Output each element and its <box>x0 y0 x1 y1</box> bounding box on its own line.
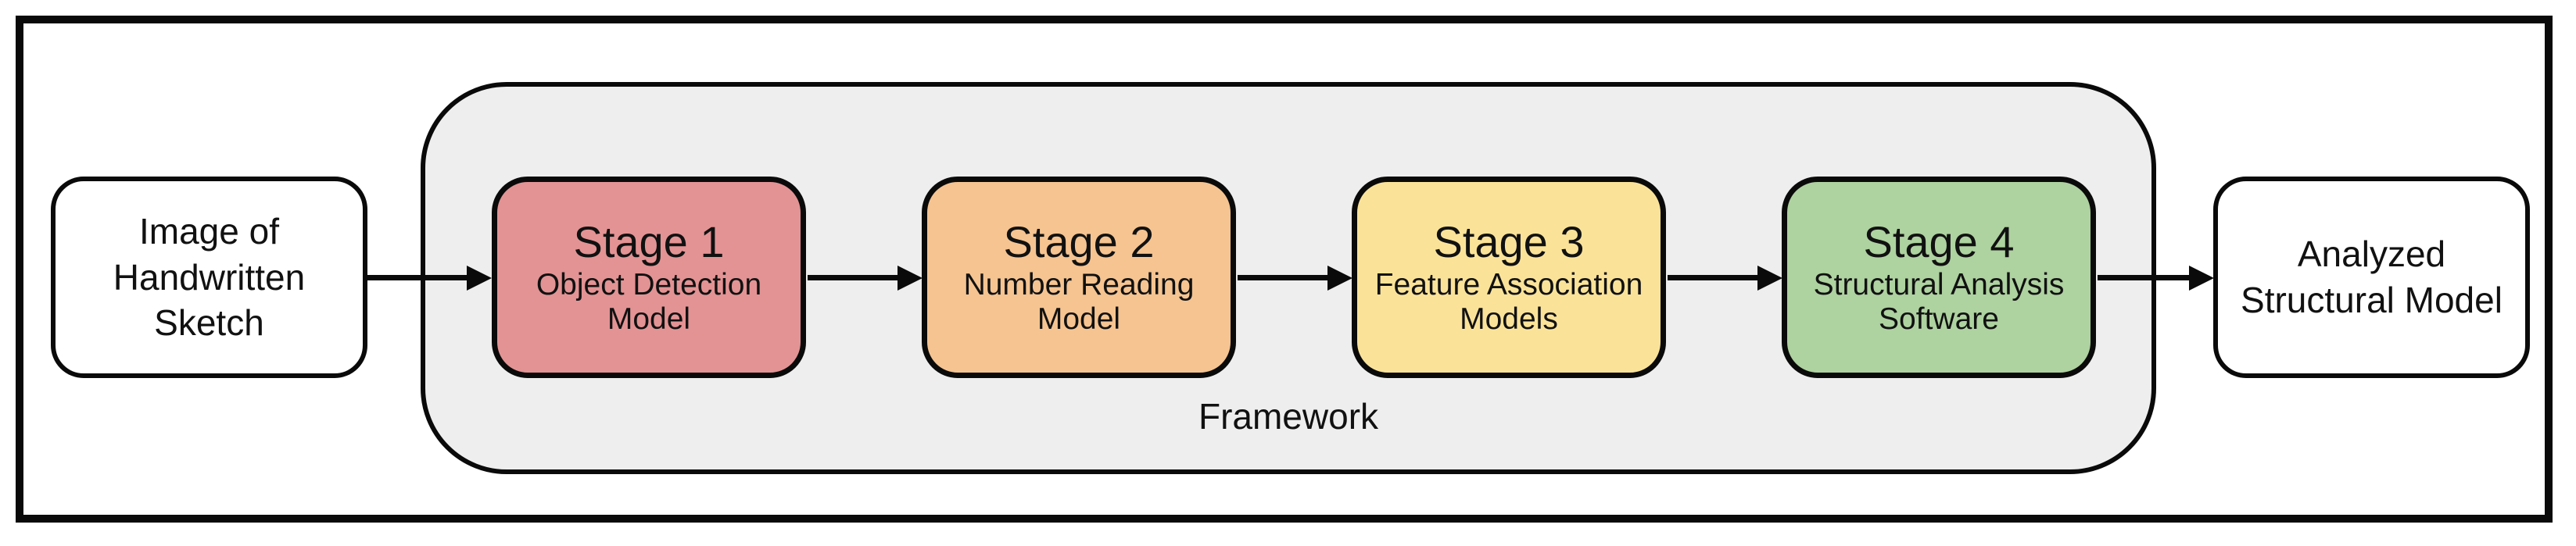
stage-1-node: Stage 1 Object Detection Model <box>492 177 806 378</box>
stage-4-subtitle: Structural Analysis Software <box>1813 267 2065 337</box>
arrow-stage4-to-output <box>2098 275 2190 280</box>
arrow-input-to-stage1 <box>367 275 468 280</box>
stage-4-title: Stage 4 <box>1863 217 2015 267</box>
arrow-stage3-to-stage4 <box>1668 275 1758 280</box>
arrow-stage1-to-stage2 <box>808 275 898 280</box>
stage-2-subtitle: Number Reading Model <box>963 267 1195 337</box>
framework-label: Framework <box>1198 396 1379 437</box>
stage-4-node: Stage 4 Structural Analysis Software <box>1782 177 2096 378</box>
arrow-stage2-to-stage3 <box>1238 275 1328 280</box>
stage-2-node: Stage 2 Number Reading Model <box>922 177 1236 378</box>
stage-1-subtitle: Object Detection Model <box>536 267 762 337</box>
stage-2-title: Stage 2 <box>1003 217 1155 267</box>
stage-3-subtitle: Feature Association Models <box>1374 267 1643 337</box>
input-node: Image of Handwritten Sketch <box>51 177 367 378</box>
stage-3-node: Stage 3 Feature Association Models <box>1352 177 1666 378</box>
stage-1-title: Stage 1 <box>573 217 725 267</box>
output-node: Analyzed Structural Model <box>2213 177 2530 378</box>
stage-3-title: Stage 3 <box>1433 217 1585 267</box>
